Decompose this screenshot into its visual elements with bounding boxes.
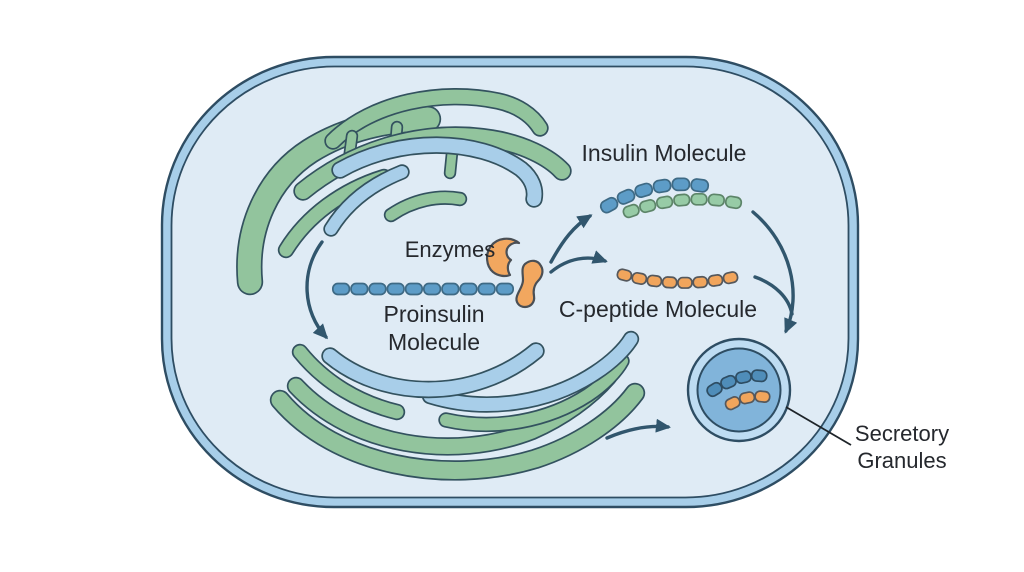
bead [634,182,654,198]
bead [735,370,752,385]
er-cisterna [293,345,404,419]
enzyme-icon [515,259,544,309]
arrow-proinsulin-to-golgi [305,240,329,340]
label-secretory-line1: Secretory [854,421,950,446]
label-secretory-granules: Secretory Granules [837,420,967,474]
er-cisterna [440,355,628,431]
arrow-to-c-peptide [549,250,608,274]
label-proinsulin-line2: Molecule [387,329,481,355]
bead [631,271,648,286]
bead [386,282,405,296]
arrow-golgi-to-granule [605,418,671,440]
er-membrane-arc [325,166,408,235]
bead [459,282,478,296]
arrow-c-peptide-to-granule [753,275,794,316]
er-cisterna [237,107,440,294]
bead [599,196,619,214]
bead [423,282,442,296]
bead [692,275,709,289]
bead [754,390,771,403]
bead [332,282,351,296]
label-insulin-molecule: Insulin Molecule [581,140,747,166]
bead [441,282,460,296]
bead [738,391,756,405]
bead [368,282,387,296]
er-bridge [445,148,457,178]
insulin-chain-b [622,192,743,219]
bead [707,274,724,287]
bead [724,396,741,411]
label-proinsulin-line1: Proinsulin [383,301,485,327]
label-c-peptide-molecule: C-peptide Molecule [558,296,758,322]
arrow-insulin-to-granule [751,210,798,334]
bead [690,192,708,206]
secretory-granules-pointer-line [785,406,852,446]
bead [722,271,739,285]
enzymes-icon [486,237,544,309]
bead [724,195,743,210]
golgi-apparatus-bottom [269,330,646,481]
insulin-chain-a [599,177,710,214]
bead [477,282,496,296]
bead [750,369,768,383]
bead [690,178,710,193]
label-secretory-line2: Granules [857,448,947,473]
granule-interior [696,347,782,433]
er-cisterna [271,384,644,479]
label-proinsulin-molecule: Proinsulin Molecule [354,300,514,356]
label-enzymes: Enzymes [404,237,496,262]
bead [677,276,693,289]
golgi-apparatus-top [236,88,572,296]
arrow-to-insulin [549,214,593,264]
c-peptide-chain [616,268,739,289]
er-cisterna [326,89,547,148]
proinsulin-chain [332,282,514,296]
bead [350,282,369,296]
bead [646,274,663,288]
bead [652,178,672,194]
bead [661,276,678,289]
granule-c-peptide-chain [724,390,771,411]
bead [495,282,514,296]
secretory-granule [686,337,792,443]
bead [655,195,674,210]
bead [616,188,636,205]
er-membrane-arc [323,344,543,397]
er-cisterna [385,192,466,221]
er-membrane-arc [423,332,638,411]
bead [616,268,633,282]
bead [404,282,423,296]
bead [639,199,657,214]
granule-insulin-chain [706,369,768,398]
bead [671,177,691,192]
bead [622,203,640,219]
bead [673,193,691,207]
er-membrane-arc [333,138,542,206]
bead [707,193,725,207]
enzyme-icon [486,237,521,278]
